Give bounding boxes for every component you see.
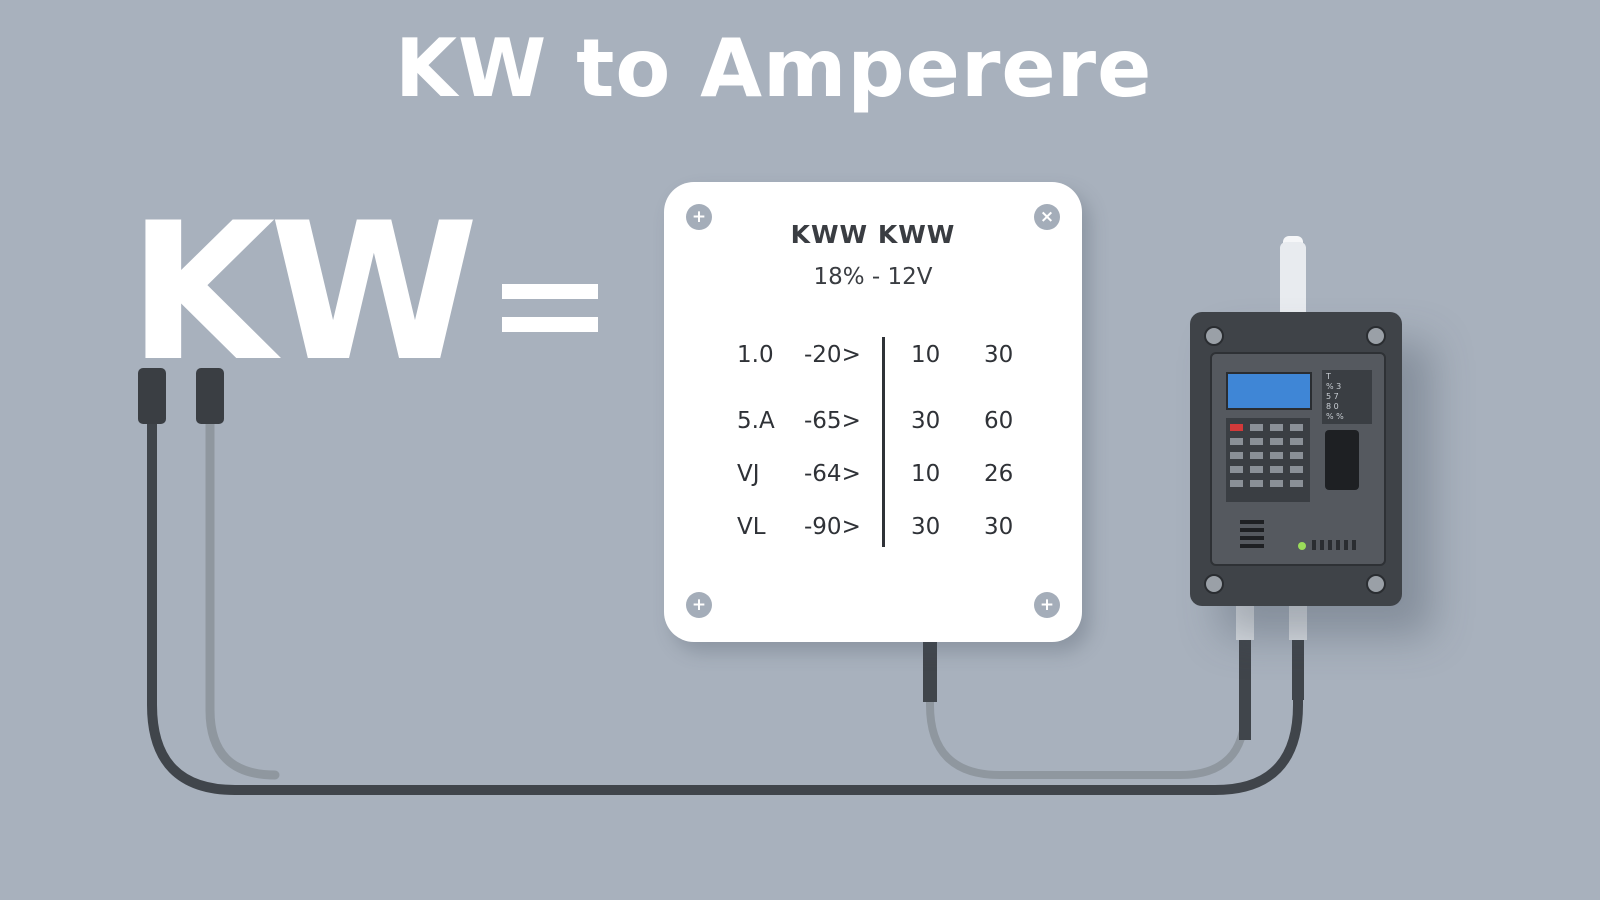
led-bar [1336, 540, 1340, 550]
table-cell: 30 [911, 408, 941, 434]
device-display [1226, 372, 1312, 410]
table-row: 5.A -65> 30 60 [664, 408, 1082, 442]
side-legend-line: % 3 [1326, 382, 1342, 391]
led-bar [1328, 540, 1332, 550]
side-legend-line: T [1326, 372, 1331, 381]
panel-title: KWW KWW [790, 220, 956, 249]
keypad-key [1270, 452, 1283, 459]
panel-subtitle: 18% - 12V [813, 264, 933, 290]
screw-icon: × [1034, 204, 1060, 230]
keypad-key [1270, 424, 1283, 431]
side-legend-line: 5 7 [1326, 392, 1339, 401]
screw-icon [1366, 574, 1386, 594]
table-cell: 5.A [737, 408, 775, 434]
keypad-key [1230, 480, 1243, 487]
speaker-grill [1240, 544, 1264, 548]
device-rotary-switch [1325, 430, 1359, 490]
table-cell: 30 [984, 342, 1014, 368]
table-cell: -64> [804, 461, 861, 487]
probe-left [138, 368, 166, 424]
equals-bar-bottom [502, 317, 598, 332]
keypad-key [1290, 466, 1303, 473]
kw-label: KW [128, 182, 479, 403]
table-cell: 1.0 [737, 342, 774, 368]
table-cell: -20> [804, 342, 861, 368]
screw-icon [1204, 574, 1224, 594]
table-cell: -65> [804, 408, 861, 434]
table-cell: 30 [911, 514, 941, 540]
side-legend-line: 8 0 [1326, 402, 1339, 411]
keypad-key [1290, 438, 1303, 445]
speaker-grill [1240, 536, 1264, 540]
keypad-key [1230, 424, 1243, 431]
table-row: VL -90> 30 30 [664, 514, 1082, 548]
screw-icon: + [686, 592, 712, 618]
screw-icon: + [1034, 592, 1060, 618]
speaker-grill [1240, 520, 1264, 524]
device-keypad [1226, 418, 1310, 502]
probe-right [196, 368, 224, 424]
device-connector-right [1289, 600, 1307, 640]
table-row: 1.0 -20> 10 30 [664, 342, 1082, 376]
screw-icon [1366, 326, 1386, 346]
meter-device: T % 3 5 7 8 0 % % [1190, 312, 1402, 606]
equals-bar-top [502, 284, 598, 299]
table-row: VJ -64> 10 26 [664, 461, 1082, 495]
cable-main [147, 415, 1303, 795]
keypad-key [1250, 466, 1263, 473]
status-led [1298, 542, 1306, 550]
table-cell: 10 [911, 342, 941, 368]
keypad-key [1230, 466, 1243, 473]
device-connector-left [1236, 600, 1254, 640]
table-cell: VL [737, 514, 766, 540]
led-bar [1352, 540, 1356, 550]
table-cell: VJ [737, 461, 760, 487]
keypad-key [1270, 438, 1283, 445]
led-bar [1320, 540, 1324, 550]
keypad-key [1290, 452, 1303, 459]
speaker-grill [1240, 528, 1264, 532]
keypad-key [1250, 438, 1263, 445]
cable-panel [926, 624, 1249, 779]
table-cell: 30 [984, 514, 1014, 540]
keypad-key [1230, 452, 1243, 459]
screw-icon [1204, 326, 1224, 346]
keypad-key [1250, 424, 1263, 431]
side-legend-line: % % [1326, 412, 1344, 421]
device-side-legend: T % 3 5 7 8 0 % % [1322, 370, 1372, 424]
cable-light [205, 415, 280, 780]
keypad-key [1230, 438, 1243, 445]
table-divider [882, 337, 885, 547]
led-bar [1344, 540, 1348, 550]
conversion-panel: + × + + KWW KWW 18% - 12V 1.0 -20> 10 30… [664, 182, 1082, 642]
table-cell: -90> [804, 514, 861, 540]
table-cell: 60 [984, 408, 1014, 434]
device-antenna [1280, 242, 1306, 314]
keypad-key [1290, 424, 1303, 431]
led-bar [1312, 540, 1316, 550]
diagram-title: KW to Amperere [395, 22, 1153, 115]
table-cell: 10 [911, 461, 941, 487]
keypad-key [1270, 466, 1283, 473]
table-cell: 26 [984, 461, 1014, 487]
keypad-key [1290, 480, 1303, 487]
equals-sign [502, 284, 598, 332]
keypad-key [1270, 480, 1283, 487]
screw-icon: + [686, 204, 712, 230]
keypad-key [1250, 480, 1263, 487]
keypad-key [1250, 452, 1263, 459]
